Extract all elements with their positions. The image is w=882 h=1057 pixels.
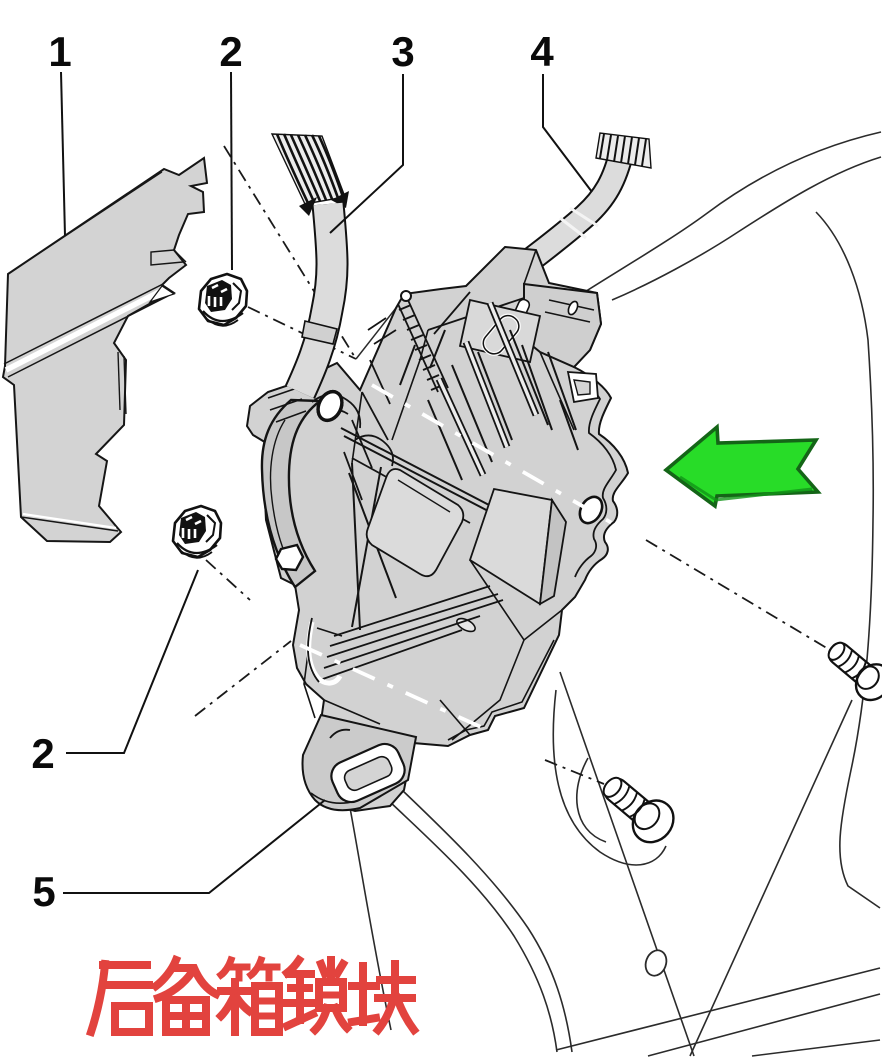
svg-text:2: 2 xyxy=(31,730,54,777)
svg-text:5: 5 xyxy=(32,868,55,915)
svg-text:3: 3 xyxy=(391,28,414,75)
svg-text:1: 1 xyxy=(48,28,71,75)
svg-text:2: 2 xyxy=(219,28,242,75)
svg-text:4: 4 xyxy=(530,28,554,75)
